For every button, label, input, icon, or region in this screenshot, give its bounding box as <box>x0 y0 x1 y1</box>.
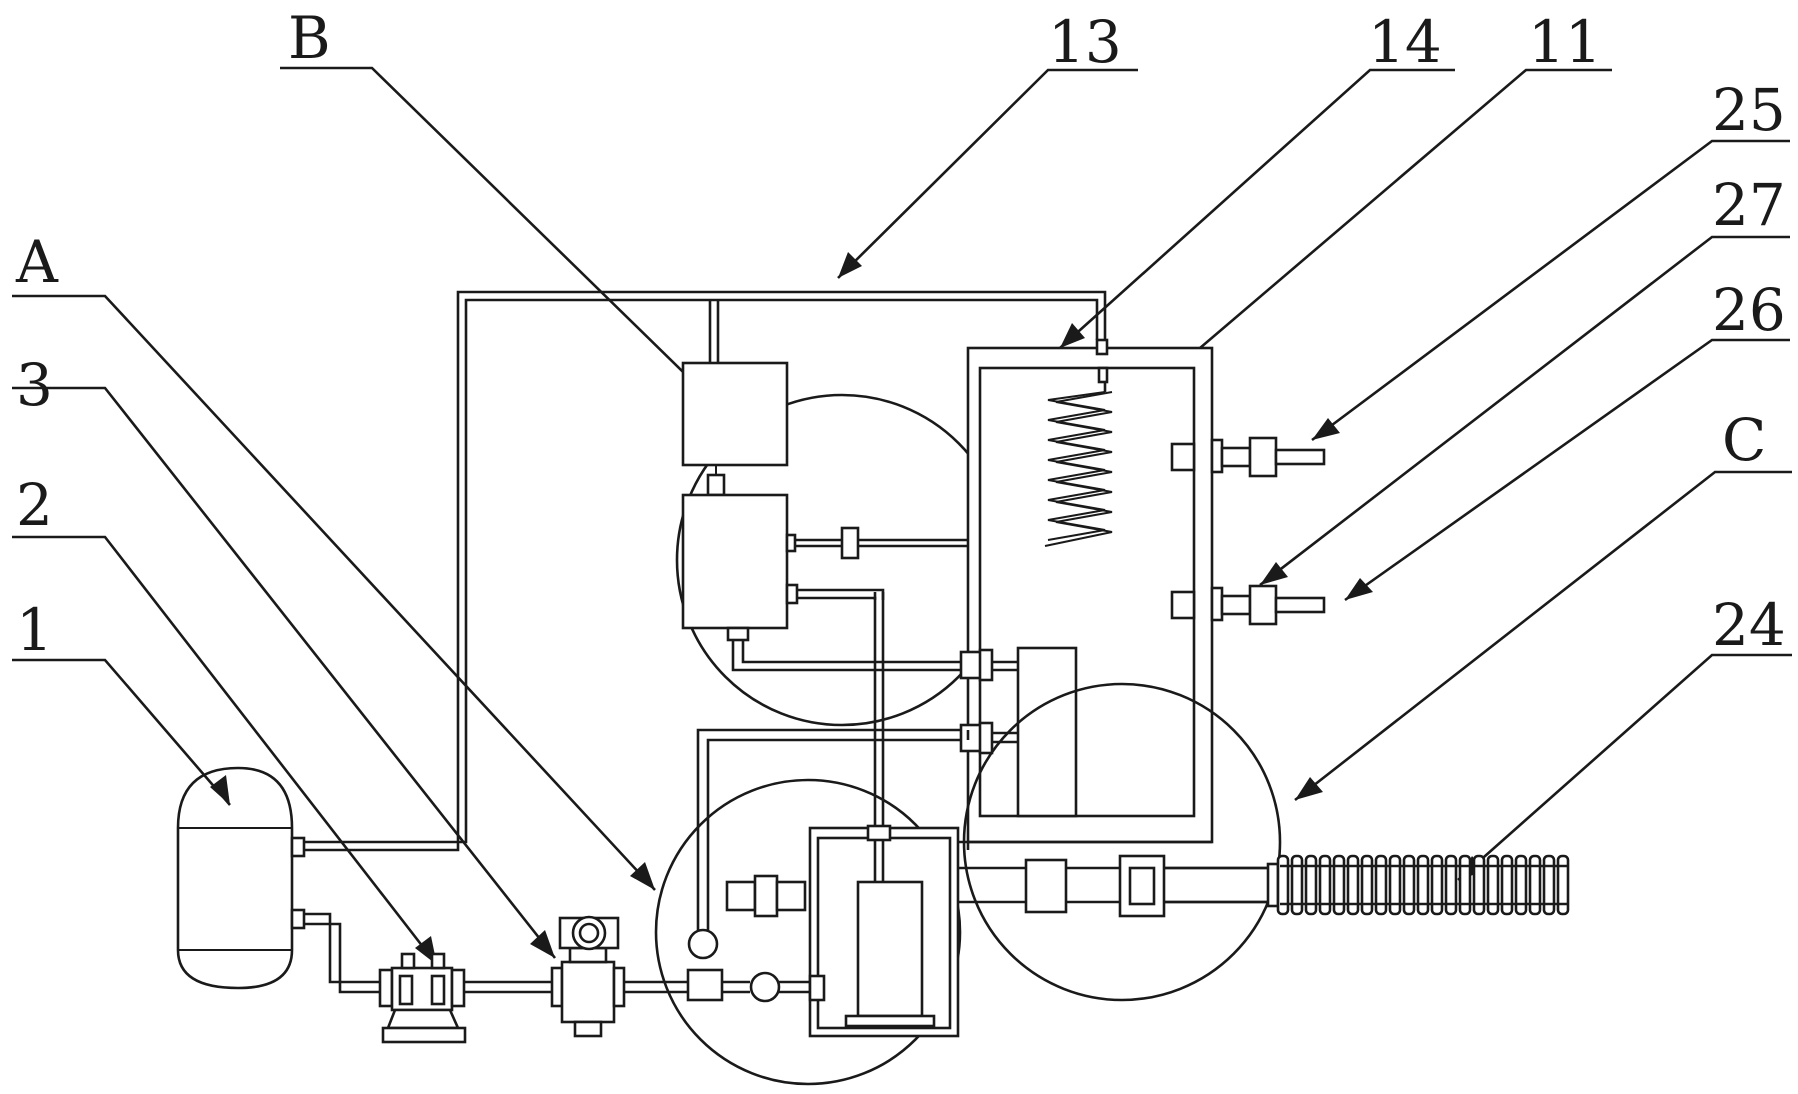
leader-27 <box>1259 235 1790 587</box>
leader-2 <box>12 535 439 966</box>
arrow-head-13 <box>838 252 862 278</box>
leader-26 <box>1344 338 1790 602</box>
label-C: C <box>1722 406 1766 474</box>
leader-14 <box>1059 68 1455 349</box>
leader-24 <box>1457 653 1792 881</box>
label-27: 27 <box>1712 171 1786 239</box>
detail-B-region <box>675 361 1045 727</box>
label-3: 3 <box>16 351 53 419</box>
label-A: A <box>15 228 59 296</box>
arrow-head-C <box>1295 777 1323 800</box>
leader-25 <box>1311 139 1790 442</box>
leader-13 <box>837 68 1138 279</box>
leader-C <box>1294 470 1792 802</box>
label-25: 25 <box>1712 76 1786 144</box>
detail-C-region <box>958 682 1282 1002</box>
leader-A <box>12 294 656 891</box>
tank-outlet-pipe <box>304 912 380 994</box>
arrow-head-14 <box>1060 323 1085 348</box>
detail-A-region <box>654 592 962 1086</box>
label-24: 24 <box>1712 591 1786 659</box>
label-13: 13 <box>1048 8 1122 76</box>
flow-meter <box>550 915 690 1038</box>
arrow-head-3 <box>530 930 555 958</box>
label-14: 14 <box>1368 8 1442 76</box>
arrow-head-27 <box>1260 562 1288 585</box>
label-26: 26 <box>1712 276 1786 344</box>
reference-labels: B 13 14 11 25 27 26 C 24 A 3 2 1 <box>15 4 1786 664</box>
leader-B <box>280 66 723 411</box>
label-11: 11 <box>1528 8 1602 76</box>
label-1: 1 <box>16 596 53 664</box>
leader-1 <box>12 658 231 806</box>
leader-11 <box>1097 68 1612 436</box>
label-B: B <box>288 4 331 72</box>
storage-tank <box>176 766 306 990</box>
leader-lines <box>12 66 1792 966</box>
arrow-head-A <box>630 862 655 890</box>
cabinet <box>958 338 1326 850</box>
arrow-head-26 <box>1345 578 1373 600</box>
pump <box>378 952 560 1044</box>
corrugated-tube <box>1276 854 1570 916</box>
arrow-head-1 <box>210 775 230 805</box>
leader-3 <box>12 386 557 959</box>
label-2: 2 <box>16 471 53 539</box>
arrow-head-25 <box>1312 418 1340 440</box>
top-manifold-pipe <box>296 290 1107 852</box>
